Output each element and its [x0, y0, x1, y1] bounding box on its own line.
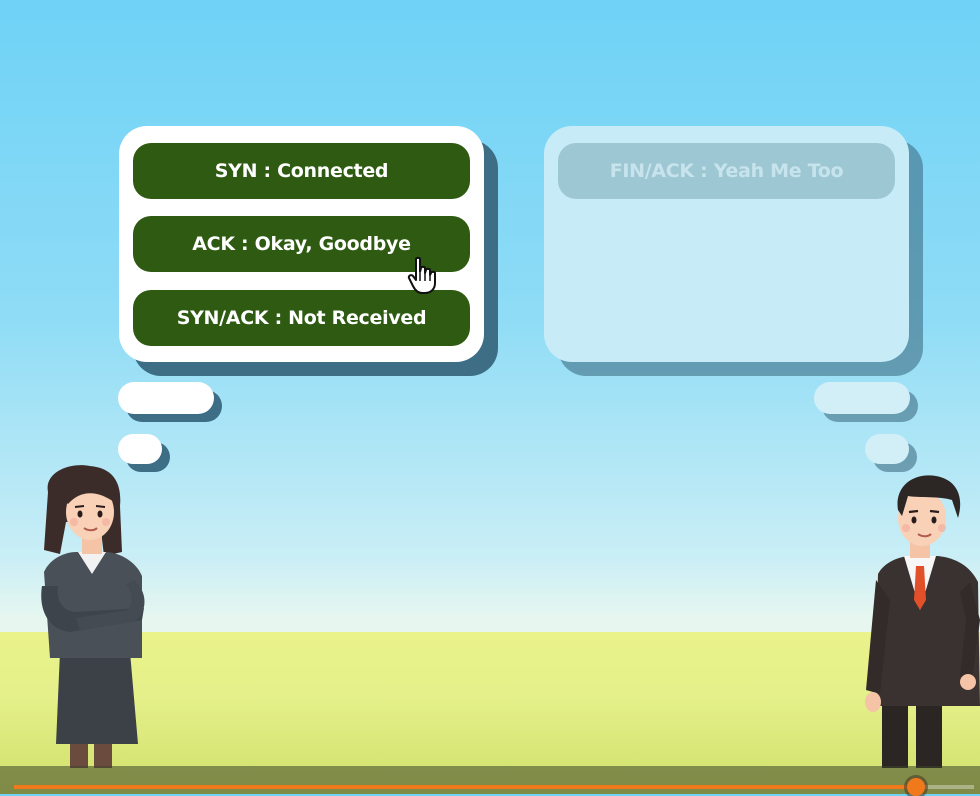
- man-character: [865, 475, 980, 768]
- option-syn-connected[interactable]: SYN : Connected: [133, 143, 470, 199]
- left-puff-large: [118, 382, 214, 414]
- right-puff-large: [814, 382, 910, 414]
- woman-character: [41, 465, 145, 768]
- option-ack-okay-goodbye[interactable]: ACK : Okay, Goodbye: [133, 216, 470, 272]
- left-puff-small: [118, 434, 162, 464]
- option-synack-not-received[interactable]: SYN/ACK : Not Received: [133, 290, 470, 346]
- progress-bar[interactable]: [14, 778, 974, 796]
- left-thought-bubble: SYN : Connected ACK : Okay, Goodbye SYN/…: [119, 126, 484, 362]
- progress-scrubber-handle[interactable]: [907, 778, 926, 796]
- hand-pointer-icon: [407, 256, 436, 294]
- right-thought-bubble: FIN/ACK : Yeah Me Too: [544, 126, 909, 362]
- option-finack-yeah-me-too[interactable]: FIN/ACK : Yeah Me Too: [558, 143, 895, 199]
- video-control-bar: [0, 766, 980, 796]
- progress-fill: [14, 785, 917, 789]
- right-puff-small: [865, 434, 909, 464]
